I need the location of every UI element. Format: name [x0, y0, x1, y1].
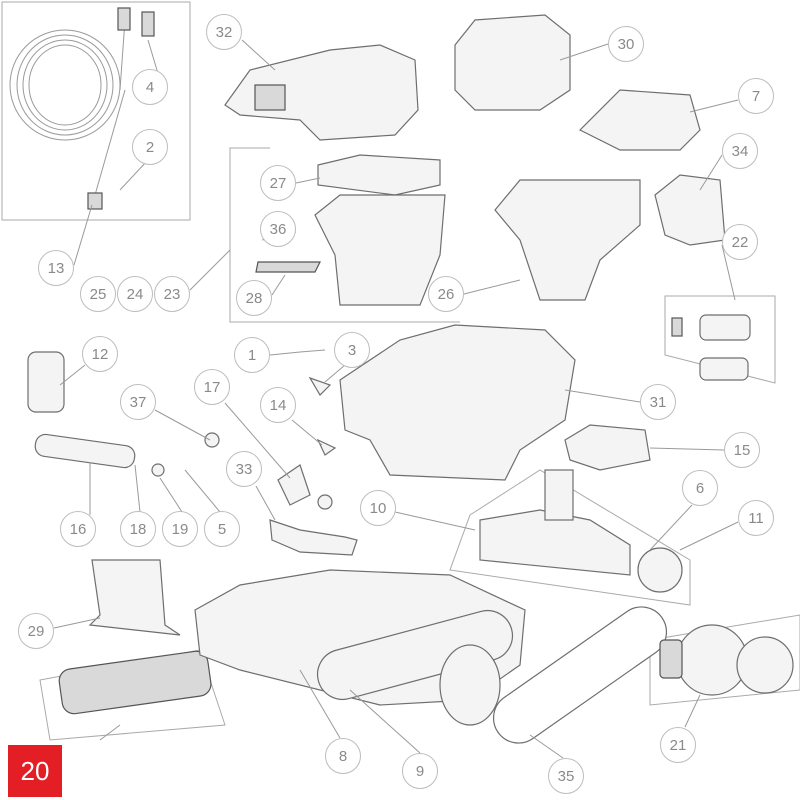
callout-11[interactable]: 11: [738, 500, 774, 536]
motor-unit: [479, 509, 631, 576]
brush-shaft: [34, 433, 136, 469]
filter-frame: [229, 147, 460, 323]
callout-36[interactable]: 36: [260, 211, 296, 247]
callout-26[interactable]: 26: [428, 276, 464, 312]
callout-23[interactable]: 23: [154, 276, 190, 312]
gear-cover: [277, 464, 311, 506]
grille: [654, 174, 726, 246]
callout-17[interactable]: 17: [194, 369, 230, 405]
callout-3[interactable]: 3: [334, 332, 370, 368]
clip: [308, 376, 332, 396]
wheel-cap: [736, 636, 794, 694]
callout-34[interactable]: 34: [722, 133, 758, 169]
callout-22[interactable]: 22: [722, 224, 758, 260]
top-cover-handle: [254, 84, 286, 111]
callout-33[interactable]: 33: [226, 451, 262, 487]
callout-25[interactable]: 25: [80, 276, 116, 312]
rear-flap: [88, 559, 181, 636]
callout-21[interactable]: 21: [660, 727, 696, 763]
callout-16[interactable]: 16: [60, 511, 96, 547]
gear: [637, 547, 683, 593]
filter-panel: [255, 261, 321, 273]
part21-frame: [649, 614, 800, 706]
callout-5[interactable]: 5: [204, 511, 240, 547]
callout-29[interactable]: 29: [18, 613, 54, 649]
highlighted-part-badge[interactable]: 20: [8, 745, 62, 797]
filter-lid: [317, 154, 441, 196]
callout-27[interactable]: 27: [260, 165, 296, 201]
callout-14[interactable]: 14: [260, 387, 296, 423]
power-cable: [9, 7, 155, 210]
part10-frame: [449, 469, 691, 606]
callout-18[interactable]: 18: [120, 511, 156, 547]
power-supply: [454, 14, 571, 111]
callout-2[interactable]: 2: [132, 129, 168, 165]
callout-10[interactable]: 10: [360, 490, 396, 526]
part22-frame: [664, 295, 776, 384]
callout-8[interactable]: 8: [325, 738, 361, 774]
callout-35[interactable]: 35: [548, 758, 584, 794]
callout-31[interactable]: 31: [640, 384, 676, 420]
power-supply-stand: [578, 89, 701, 151]
wheel: [439, 644, 501, 726]
side-caps: [671, 314, 751, 381]
pin: [316, 438, 337, 456]
brush: [58, 650, 212, 715]
callout-7[interactable]: 7: [738, 78, 774, 114]
main-body: [339, 324, 576, 481]
callout-1[interactable]: 1: [234, 337, 270, 373]
wheel-hub: [676, 624, 748, 696]
callout-4[interactable]: 4: [132, 69, 168, 105]
callout-12[interactable]: 12: [82, 336, 118, 372]
callout-19[interactable]: 19: [162, 511, 198, 547]
bumper: [269, 519, 358, 556]
motor: [544, 469, 574, 521]
cable-kit-frame: [1, 1, 191, 221]
filter-basket: [314, 194, 446, 306]
belt: [492, 606, 668, 744]
callout-24[interactable]: 24: [117, 276, 153, 312]
callout-28[interactable]: 28: [236, 280, 272, 316]
callout-9[interactable]: 9: [402, 753, 438, 789]
callout-6[interactable]: 6: [682, 470, 718, 506]
callout-37[interactable]: 37: [120, 384, 156, 420]
impeller: [27, 351, 65, 413]
callout-30[interactable]: 30: [608, 26, 644, 62]
track: [316, 609, 514, 701]
support-bracket: [564, 424, 651, 471]
filter-canister: [494, 179, 641, 301]
top-cover: [224, 44, 419, 141]
callout-15[interactable]: 15: [724, 432, 760, 468]
callout-13[interactable]: 13: [38, 250, 74, 286]
callout-32[interactable]: 32: [206, 14, 242, 50]
